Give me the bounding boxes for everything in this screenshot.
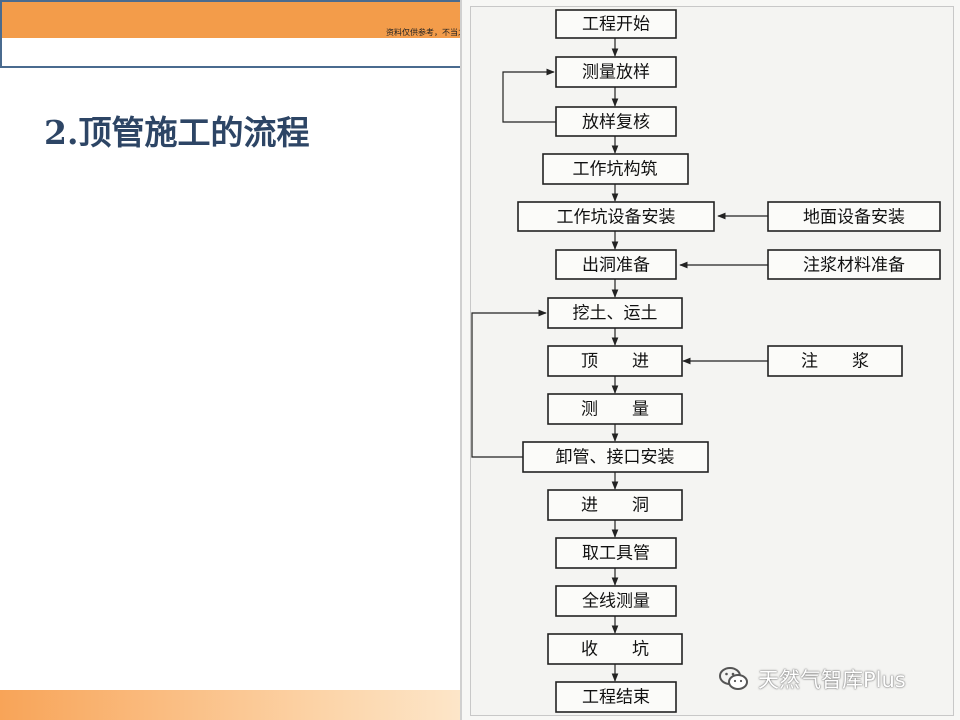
node-remove-tool: 取工具管 <box>555 537 677 569</box>
svg-text:挖土、运土: 挖土、运土 <box>573 304 658 324</box>
node-measure: 测 量 <box>547 393 683 425</box>
watermark-text: 天然气智库Plus <box>758 668 906 692</box>
svg-text:收 坑: 收 坑 <box>581 640 649 660</box>
node-enter: 进 洞 <box>547 489 683 521</box>
node-exit-prep: 出洞准备 <box>555 249 677 280</box>
node-grout-prep: 注浆材料准备 <box>767 249 941 280</box>
svg-text:放样复核: 放样复核 <box>582 113 650 133</box>
node-pipe-install: 卸管、接口安装 <box>522 441 709 473</box>
svg-text:卸管、接口安装: 卸管、接口安装 <box>556 448 675 468</box>
loop-recheck-to-survey <box>502 68 556 123</box>
svg-text:工程结束: 工程结束 <box>582 688 650 708</box>
node-ground-equip: 地面设备安装 <box>767 201 941 232</box>
svg-text:测量放样: 测量放样 <box>582 63 650 83</box>
svg-text:工程开始: 工程开始 <box>582 15 650 35</box>
node-recheck: 放样复核 <box>555 106 677 137</box>
header-bar <box>0 0 462 68</box>
node-grout: 注 浆 <box>767 345 903 377</box>
svg-text:取工具管: 取工具管 <box>582 544 650 564</box>
node-close-pit: 收 坑 <box>547 633 683 665</box>
svg-text:出洞准备: 出洞准备 <box>582 256 650 276</box>
svg-text:注 浆: 注 浆 <box>801 352 869 372</box>
disclaimer-text: 资料仅供参考，不当之处，请联系改正。 <box>386 28 460 37</box>
footer-bar <box>0 690 462 720</box>
slide-title: 2.顶管施工的流程 <box>44 113 310 152</box>
svg-text:工作坑构筑: 工作坑构筑 <box>573 160 658 180</box>
svg-text:工作坑设备安装: 工作坑设备安装 <box>557 208 676 228</box>
watermark: 天然气智库Plus <box>718 664 906 694</box>
node-pit-build: 工作坑构筑 <box>542 153 689 185</box>
node-start: 工程开始 <box>555 9 677 39</box>
svg-text:进 洞: 进 洞 <box>581 496 649 516</box>
header-accent <box>2 2 460 38</box>
node-survey: 测量放样 <box>555 56 677 88</box>
svg-text:顶 进: 顶 进 <box>581 352 649 372</box>
node-pit-equip: 工作坑设备安装 <box>517 201 715 232</box>
node-full-survey: 全线测量 <box>555 585 677 617</box>
node-end: 工程结束 <box>555 681 677 713</box>
svg-text:测 量: 测 量 <box>581 400 649 420</box>
node-jack: 顶 进 <box>547 345 683 377</box>
svg-text:地面设备安装: 地面设备安装 <box>803 208 905 228</box>
loop-pipe-to-excavate <box>471 309 547 458</box>
svg-text:全线测量: 全线测量 <box>582 592 650 612</box>
node-excavate: 挖土、运土 <box>547 297 683 329</box>
wechat-icon <box>719 667 748 690</box>
svg-text:注浆材料准备: 注浆材料准备 <box>803 256 905 276</box>
